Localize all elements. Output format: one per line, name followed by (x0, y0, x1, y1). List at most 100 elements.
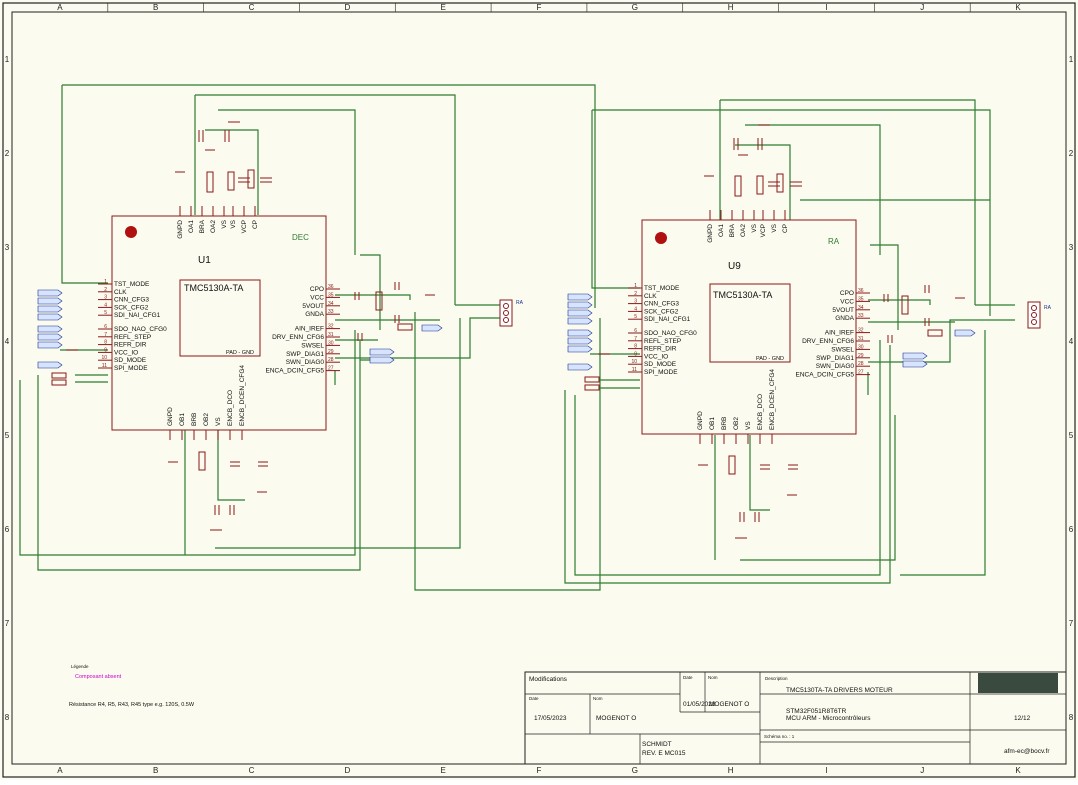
pin-number: 29 (858, 353, 864, 359)
title-block: Modifications Date Nom 17/05/2023 MOGENO… (524, 671, 1067, 765)
pin-name: CP (782, 224, 789, 233)
tb-mcu-line1: STM32F051R8T6TR (786, 708, 847, 715)
pin-name: TST_MODE (114, 281, 150, 288)
zone-col-top: B (153, 3, 158, 12)
zone-col-bottom: H (728, 766, 734, 775)
pin-name: SDI_NAI_CFG1 (114, 312, 161, 319)
pin-name: CLK (644, 293, 657, 300)
pin-number: 11 (102, 363, 107, 369)
pin-name: SCK_CFG2 (114, 304, 149, 311)
u9-tag: RA (828, 237, 840, 246)
pin-name: 5VOUT (302, 303, 324, 310)
pin-number: 1 (104, 279, 107, 285)
tb-name-right: MOGENOT O (709, 701, 749, 708)
pin-name: SPI_MODE (114, 365, 148, 372)
pin-number: 27 (858, 370, 864, 376)
pin-name: SWP_DIAG1 (816, 355, 854, 362)
tb-name-right-hdr: Nom (708, 675, 718, 680)
u1-inner-pad-box (179, 279, 261, 357)
left-bottom-passives (168, 451, 268, 531)
pin-name: SDO_NAO_CFG0 (114, 326, 167, 333)
zone-row-left: 8 (5, 713, 10, 722)
pin-name: SPI_MODE (644, 369, 678, 376)
tb-modifications: Modifications (529, 676, 568, 683)
pin-name: ENCB_DCO (757, 394, 764, 430)
title-block-logo (978, 673, 1058, 693)
pin-name: DRV_ENN_CFG6 (272, 334, 324, 341)
zone-col-bottom: C (249, 766, 255, 775)
pin-number: 30 (858, 344, 864, 350)
zone-row-right: 3 (1069, 243, 1074, 252)
zone-row-right: 5 (1069, 431, 1074, 440)
right-right-passives (883, 285, 965, 343)
pin-number: 8 (634, 344, 637, 350)
pin-name: SWN_DIAG0 (816, 363, 855, 370)
right-top-passives (704, 124, 802, 197)
pin-name: SDI_NAI_CFG1 (644, 316, 691, 323)
pin-name: GNDA (835, 315, 854, 322)
zone-col-top: G (632, 3, 638, 12)
zone-row-right: 7 (1069, 619, 1074, 628)
pin-name: CNN_CFG3 (114, 297, 149, 304)
pin-number: 7 (104, 332, 107, 338)
pin-name: CNN_CFG3 (644, 301, 679, 308)
pin-name: BRB (191, 413, 198, 426)
pin-name: SCK_CFG2 (644, 308, 679, 315)
zone-col-bottom: B (153, 766, 158, 775)
left-right-passives (354, 282, 435, 341)
left-driver-block: U1 TMC5130A-TA DEC PAD - GND (19, 84, 601, 591)
zone-row-right: 4 (1069, 337, 1074, 346)
pin-number: 33 (328, 309, 334, 315)
pin-name: VS (745, 421, 752, 430)
pin-number: 5 (104, 310, 107, 316)
zone-col-top: C (249, 3, 255, 12)
tb-description-hdr: Description (765, 676, 788, 681)
pin-name: OA1 (188, 220, 195, 233)
pin-name: CPO (310, 286, 324, 293)
pin-number: 29 (328, 349, 334, 355)
pin-name: VS (221, 219, 228, 228)
left-connector-label: RA (516, 300, 524, 306)
u1-ref: U1 (198, 255, 211, 266)
zone-row-left: 7 (5, 619, 10, 628)
zone-col-top: I (825, 3, 827, 12)
zone-row-left: 4 (5, 337, 10, 346)
pin-name: OA1 (718, 224, 725, 237)
pin-name: GNDA (305, 311, 324, 318)
pin-number: 34 (858, 305, 864, 311)
tb-date-right: 01/05/2023 (683, 701, 716, 708)
u1-part: TMC5130A-TA (184, 283, 243, 293)
tb-author: SCHMIDT (642, 741, 672, 748)
pin-name: ENCB_DCO (227, 390, 234, 426)
pin-number: 32 (858, 328, 864, 334)
zone-row-right: 1 (1069, 55, 1074, 64)
pin-number: 34 (328, 301, 334, 307)
pin-name: SWN_DIAG0 (286, 359, 325, 366)
zone-col-bottom: F (537, 766, 542, 775)
pin-name: OA2 (740, 224, 747, 237)
zone-col-top: F (537, 3, 542, 12)
zone-col-top: J (920, 3, 924, 12)
pin-number: 6 (634, 328, 637, 334)
zone-row-right: 2 (1069, 149, 1074, 158)
pin-name: DRV_ENN_CFG6 (802, 338, 854, 345)
pin-name: OB2 (203, 413, 210, 426)
pin-name: GNPD (167, 407, 174, 426)
legend-note: Résistance R4, R5, R43, R45 type e.g. 12… (69, 702, 195, 708)
tb-name-left: MOGENOT O (596, 715, 636, 722)
pin-name: REFR_DIR (114, 342, 147, 349)
pin-name: VS (230, 219, 237, 228)
pin-name: CLK (114, 289, 127, 296)
pin-number: 33 (858, 313, 864, 319)
pin-name: SWSEL (301, 342, 324, 349)
zone-row-left: 2 (5, 149, 10, 158)
right-driver-block: U9 TMC5130A-TA RA PAD - GND (564, 99, 1052, 584)
pin-number: 36 (328, 284, 334, 290)
u1-tag: DEC (292, 233, 309, 242)
pin-name: VS (215, 417, 222, 426)
pin-number: 31 (858, 336, 864, 342)
pin-name: AIN_IREF (295, 326, 324, 333)
